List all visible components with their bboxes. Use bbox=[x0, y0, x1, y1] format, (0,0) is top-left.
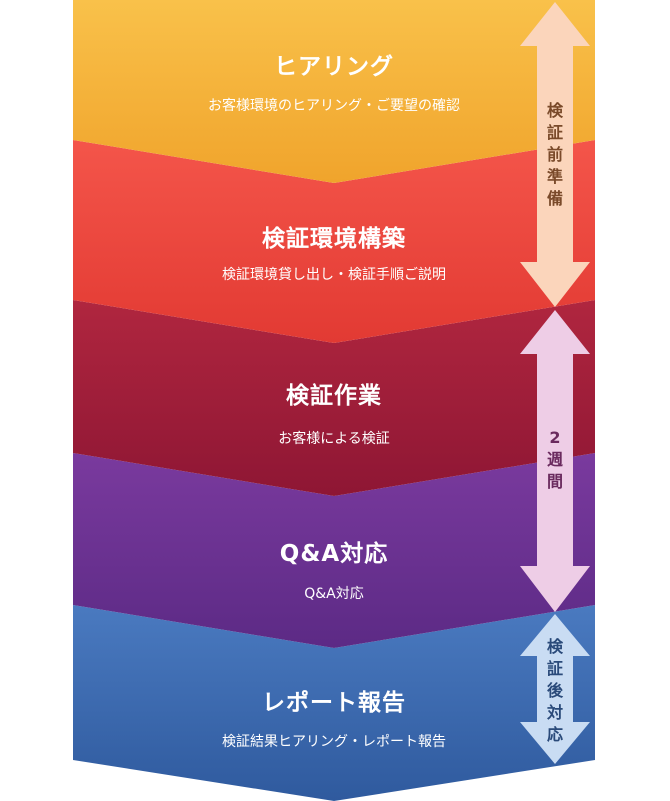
stage-title-report: レポート報告 bbox=[262, 690, 406, 716]
phase-label-two-weeks: 2 週 間 bbox=[546, 428, 563, 491]
stage-description-verification-work: お客様による検証 bbox=[278, 431, 390, 447]
stage-description-qa: Q&A対応 bbox=[304, 586, 364, 602]
stage-title-environment-setup: 検証環境構築 bbox=[262, 226, 406, 252]
stage-band-hearing bbox=[73, 0, 595, 183]
stage-band-report bbox=[73, 605, 595, 801]
stage-title-qa: Q&A対応 bbox=[279, 541, 389, 567]
stage-description-hearing: お客様環境のヒアリング・ご要望の確認 bbox=[208, 98, 460, 114]
stage-title-verification-work: 検証作業 bbox=[286, 383, 382, 409]
phase-arrow-pre-verification bbox=[520, 2, 590, 307]
stage-description-environment-setup: 検証環境貸し出し・検証手順ご説明 bbox=[222, 267, 446, 283]
stage-band-qa bbox=[73, 453, 595, 648]
stage-title-hearing: ヒアリング bbox=[274, 54, 394, 80]
phase-label-post-verification: 検 証 後 対 応 bbox=[546, 637, 563, 744]
phase-arrow-two-weeks bbox=[520, 310, 590, 612]
phase-label-pre-verification: 検 証 前 準 備 bbox=[546, 101, 563, 208]
stage-band-verification-work bbox=[73, 300, 595, 496]
phase-arrow-post-verification bbox=[520, 614, 590, 764]
stage-description-report: 検証結果ヒアリング・レポート報告 bbox=[222, 734, 446, 750]
stage-band-environment-setup bbox=[73, 140, 595, 343]
